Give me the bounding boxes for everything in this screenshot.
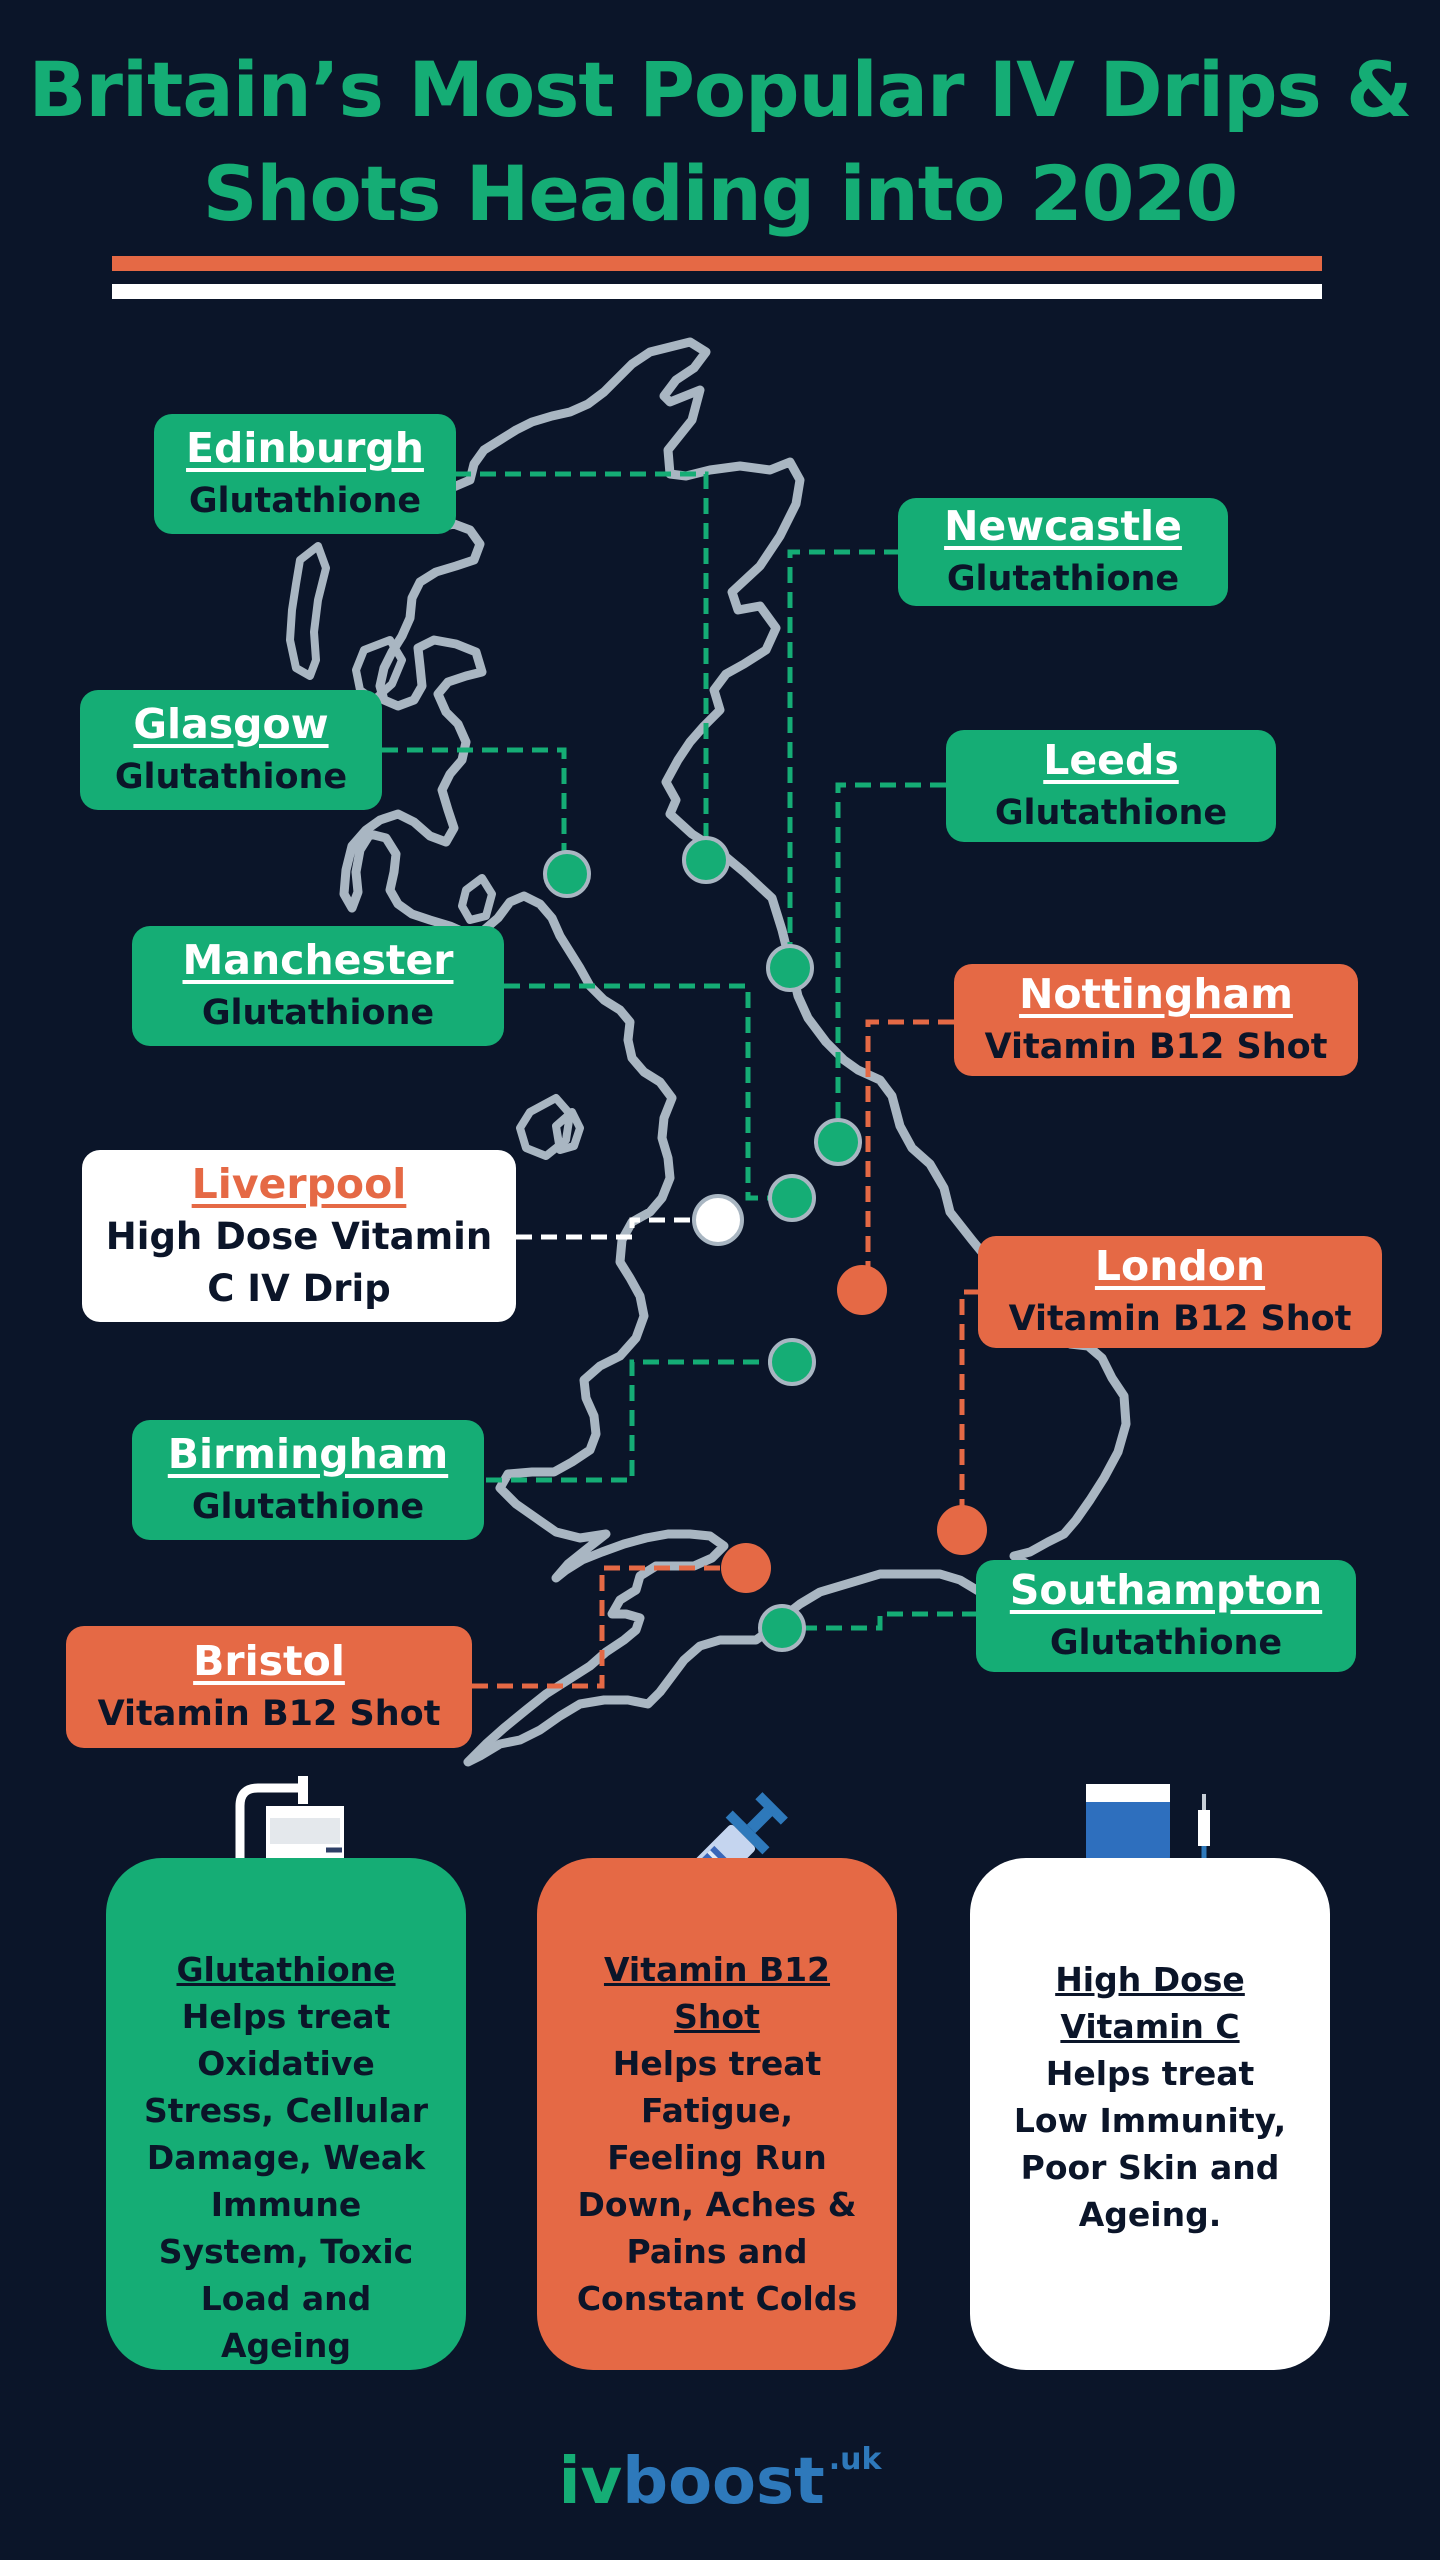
- connector-edinburgh: [455, 471, 709, 860]
- label-manchester: Manchester Glutathione: [132, 926, 504, 1046]
- card-title: Glutathione: [176, 1950, 396, 1989]
- card-title-line-2: Shot: [674, 1997, 760, 2036]
- treatment-name: Vitamin B12 Shot: [97, 1694, 441, 1734]
- skye-outline: [352, 636, 406, 704]
- label-bristol: Bristol Vitamin B12 Shot: [66, 1626, 472, 1748]
- card-body-line: Constant Colds: [576, 2279, 858, 2318]
- card-body-line: Damage, Weak: [146, 2138, 426, 2177]
- card-body-line: Ageing.: [1078, 2195, 1222, 2234]
- card-body-line: Oxidative: [197, 2044, 375, 2083]
- connector-glasgow: [382, 747, 567, 874]
- card-body-line: Helps treat: [181, 1997, 391, 2036]
- label-liverpool: Liverpool High Dose Vitamin C IV Drip: [82, 1150, 516, 1322]
- connector-london: [959, 1289, 980, 1530]
- treatment-name: Glutathione: [201, 993, 435, 1033]
- label-london: London Vitamin B12 Shot: [978, 1236, 1382, 1348]
- card-title-line-1: Vitamin B12: [603, 1950, 831, 1989]
- western-isles-outline: [286, 542, 330, 680]
- card-body-line: Helps treat: [612, 2044, 822, 2083]
- marker-edinburgh: [682, 836, 730, 884]
- card-body-line: Feeling Run: [607, 2138, 827, 2177]
- marker-birmingham: [768, 1338, 816, 1386]
- marker-liverpool: [692, 1194, 744, 1246]
- title-divider-orange: [112, 256, 1322, 271]
- ivboost-logo: ivboost.uk: [0, 2420, 1440, 2522]
- marker-glasgow: [543, 850, 591, 898]
- marker-leeds: [814, 1118, 862, 1166]
- city-name: Nottingham: [1019, 970, 1293, 1018]
- card-title-line-1: High Dose: [1055, 1960, 1245, 1999]
- card-body-line: Immune: [210, 2185, 362, 2224]
- treatment-name-line-2: C IV Drip: [207, 1267, 391, 1310]
- label-glasgow: Glasgow Glutathione: [80, 690, 382, 810]
- arran-outline: [458, 874, 496, 924]
- treatment-name: Glutathione: [1049, 1623, 1283, 1663]
- card-body-line: System, Toxic: [158, 2232, 414, 2271]
- city-name: Liverpool: [191, 1160, 407, 1208]
- label-nottingham: Nottingham Vitamin B12 Shot: [954, 964, 1358, 1076]
- marker-southampton: [758, 1604, 806, 1652]
- card-body-line: Load and: [200, 2279, 372, 2318]
- treatment-name: Glutathione: [994, 793, 1228, 833]
- city-name: London: [1094, 1242, 1266, 1290]
- marker-nottingham: [837, 1265, 887, 1315]
- treatment-name: Vitamin B12 Shot: [984, 1027, 1328, 1067]
- logo-iv: iv: [558, 2445, 623, 2519]
- city-name: Leeds: [1043, 736, 1179, 784]
- label-leeds: Leeds Glutathione: [946, 730, 1276, 842]
- city-name: Newcastle: [944, 502, 1182, 550]
- card-body-line: Down, Aches &: [577, 2185, 857, 2224]
- card-body-line: Ageing: [221, 2326, 351, 2365]
- city-name: Southampton: [1009, 1566, 1323, 1614]
- card-body-line: Stress, Cellular: [143, 2091, 429, 2130]
- title-line-1: Britain’s Most Popular IV Drips &: [28, 45, 1413, 134]
- treatment-name: Glutathione: [188, 481, 422, 521]
- city-name: Birmingham: [167, 1430, 449, 1478]
- connector-manchester: [504, 983, 792, 1201]
- treatment-name-line-1: High Dose Vitamin: [105, 1215, 493, 1258]
- city-name: Bristol: [193, 1637, 345, 1685]
- treatment-name: Glutathione: [114, 757, 348, 797]
- treatment-name: Vitamin B12 Shot: [1008, 1299, 1352, 1339]
- logo-tld: .uk: [828, 2442, 882, 2477]
- label-newcastle: Newcastle Glutathione: [898, 498, 1228, 606]
- card-glutathione: Glutathione Helps treat Oxidative Stress…: [106, 1858, 466, 2370]
- connector-bristol: [472, 1565, 746, 1689]
- card-body-line: Pains and: [626, 2232, 808, 2271]
- connector-nottingham: [865, 1019, 954, 1290]
- card-body-line: Poor Skin and: [1020, 2148, 1280, 2187]
- connector-newcastle: [787, 549, 900, 968]
- city-name: Glasgow: [133, 700, 329, 748]
- card-body-line: Low Immunity,: [1013, 2101, 1287, 2140]
- page-title: Britain’s Most Popular IV Drips & Shots …: [0, 38, 1440, 246]
- marker-newcastle: [766, 944, 814, 992]
- label-southampton: Southampton Glutathione: [976, 1560, 1356, 1672]
- logo-boost: boost: [622, 2445, 825, 2519]
- marker-london: [937, 1505, 987, 1555]
- great-britain-outline: [339, 337, 1131, 1767]
- city-name: Manchester: [182, 936, 454, 984]
- connector-liverpool: [516, 1217, 718, 1240]
- card-body-line: Fatigue,: [641, 2091, 793, 2130]
- label-edinburgh: Edinburgh Glutathione: [154, 414, 456, 534]
- treatment-name: Glutathione: [191, 1487, 425, 1527]
- title-line-2: Shots Heading into 2020: [202, 149, 1239, 238]
- label-birmingham: Birmingham Glutathione: [132, 1420, 484, 1540]
- connector-leeds: [835, 782, 946, 1142]
- city-name: Edinburgh: [186, 424, 424, 472]
- connector-southampton: [782, 1611, 978, 1631]
- treatment-name: Glutathione: [946, 559, 1180, 599]
- card-body-line: Helps treat: [1045, 2054, 1255, 2093]
- marker-bristol: [721, 1543, 771, 1593]
- marker-manchester: [768, 1174, 816, 1222]
- connector-birmingham: [486, 1359, 792, 1483]
- title-divider-white: [112, 284, 1322, 299]
- card-vitamin-b12: Vitamin B12 Shot Helps treat Fatigue, Fe…: [537, 1858, 897, 2370]
- isle-of-man-outline: [552, 1108, 584, 1154]
- card-vitamin-c: High Dose Vitamin C Helps treat Low Immu…: [970, 1858, 1330, 2370]
- card-title-line-2: Vitamin C: [1060, 2007, 1240, 2046]
